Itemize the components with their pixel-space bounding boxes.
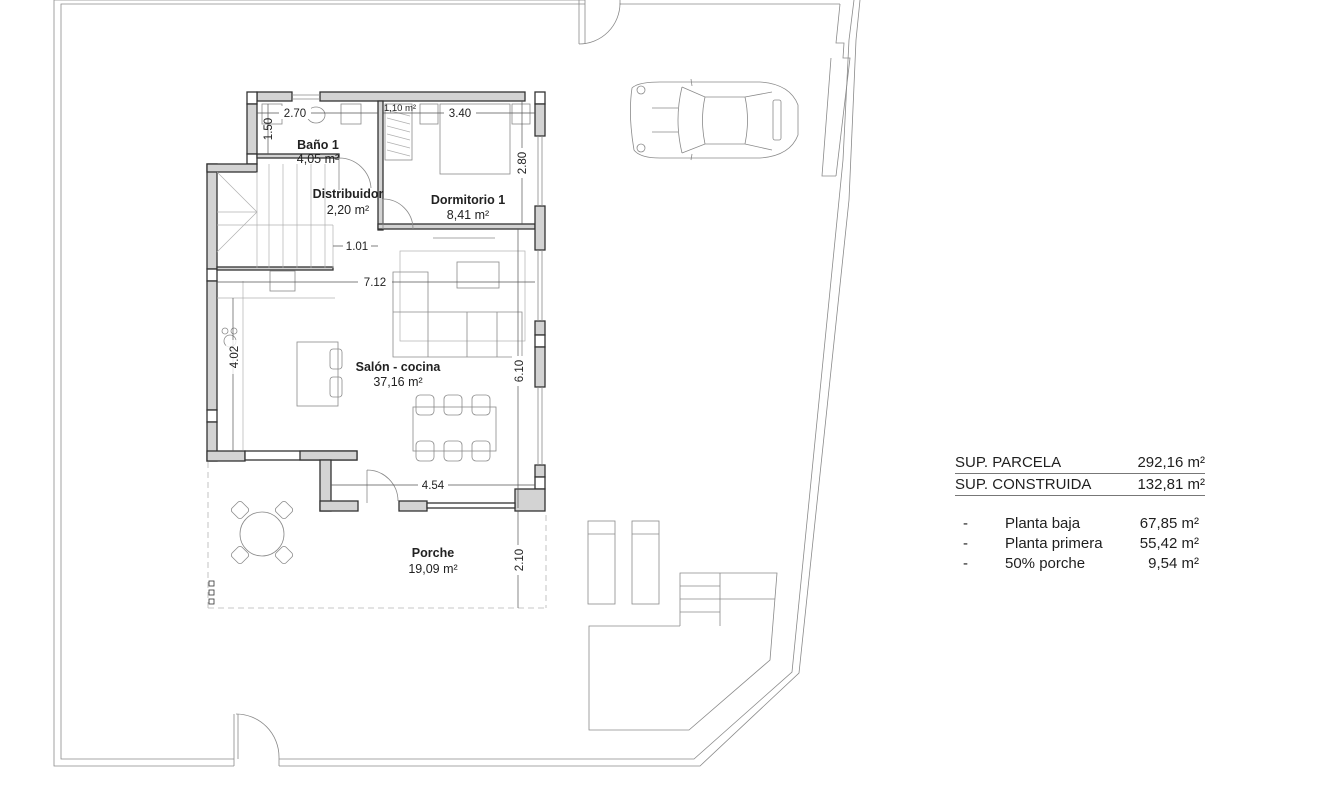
porch-outline — [207, 462, 547, 609]
dim-bano-depth: 1.50 — [263, 118, 275, 140]
dimension-labels: 2.70 1,10 m² 3.40 1.50 2.80 1.01 7.12 4.… — [226, 103, 529, 575]
breakdown-row: - Planta baja 67,85 m² — [955, 514, 1205, 534]
living-furniture — [217, 237, 526, 462]
wardrobe — [384, 103, 413, 161]
room-name-distribuidor: Distribuidor — [313, 187, 384, 201]
breakdown-value: 67,85 m² — [1139, 515, 1199, 532]
dim-dormitorio-width: 3.40 — [449, 108, 471, 120]
staircase — [216, 164, 334, 268]
summary-row-parcela: SUP. PARCELA 292,16 m² — [955, 452, 1205, 474]
room-area-bano-1: 4,05 m² — [297, 152, 339, 166]
room-name-bano-1: Baño 1 — [297, 138, 339, 152]
dim-salon-width: 7.12 — [364, 277, 386, 289]
breakdown-row: - Planta primera 55,42 m² — [955, 534, 1205, 554]
gate-bottom — [233, 713, 280, 766]
breakdown-value: 9,54 m² — [1148, 555, 1199, 572]
bullet: - — [963, 535, 968, 552]
dim-salon-bottom-width: 4.54 — [422, 480, 445, 492]
construida-label: SUP. CONSTRUIDA — [955, 476, 1092, 493]
windows — [292, 94, 543, 465]
room-area-distribuidor: 2,20 m² — [327, 203, 369, 217]
room-name-dormitorio-1: Dormitorio 1 — [431, 193, 505, 207]
dim-distribuidor-width: 1.01 — [346, 241, 368, 253]
dim-bano-width: 2.70 — [284, 108, 306, 120]
breakdown-value: 55,42 m² — [1139, 535, 1199, 552]
breakdown-label: Planta baja — [1005, 515, 1081, 532]
porch-dining-set — [208, 500, 294, 605]
house-walls — [206, 91, 546, 512]
parcela-value: 292,16 m² — [1137, 454, 1205, 471]
room-labels: Baño 1 4,05 m² Distribuidor 2,20 m² Dorm… — [297, 138, 505, 576]
room-name-salon-cocina: Salón - cocina — [356, 360, 442, 374]
dim-salon-depth-right: 6.10 — [514, 360, 526, 382]
dim-salon-depth-left: 4.02 — [229, 346, 241, 368]
summary-row-construida: SUP. CONSTRUIDA 132,81 m² — [955, 474, 1205, 496]
car-icon — [630, 78, 799, 161]
gate-top — [578, 0, 621, 45]
sun-loungers — [587, 520, 660, 605]
bathroom-fixtures — [261, 103, 362, 125]
bed — [419, 103, 531, 175]
breakdown-label: 50% porche — [1005, 555, 1086, 572]
breakdown-label: Planta primera — [1005, 535, 1103, 552]
doors — [338, 157, 414, 503]
dim-dormitorio-depth: 2.80 — [517, 152, 529, 174]
bullet: - — [963, 555, 968, 572]
pool — [588, 572, 778, 731]
dim-porche-depth: 2.10 — [514, 549, 526, 571]
construida-value: 132,81 m² — [1137, 476, 1205, 493]
plot-boundary — [53, 0, 861, 767]
dim-closet-area: 1,10 m² — [384, 103, 416, 114]
room-area-salon-cocina: 37,16 m² — [373, 375, 422, 389]
bullet: - — [963, 515, 968, 532]
room-name-porche: Porche — [412, 546, 454, 560]
room-area-porche: 19,09 m² — [408, 562, 457, 576]
room-area-dormitorio-1: 8,41 m² — [447, 208, 489, 222]
parcela-label: SUP. PARCELA — [955, 454, 1062, 471]
breakdown-row: - 50% porche 9,54 m² — [955, 554, 1205, 574]
surface-summary: SUP. PARCELA 292,16 m² SUP. CONSTRUIDA 1… — [955, 452, 1205, 574]
